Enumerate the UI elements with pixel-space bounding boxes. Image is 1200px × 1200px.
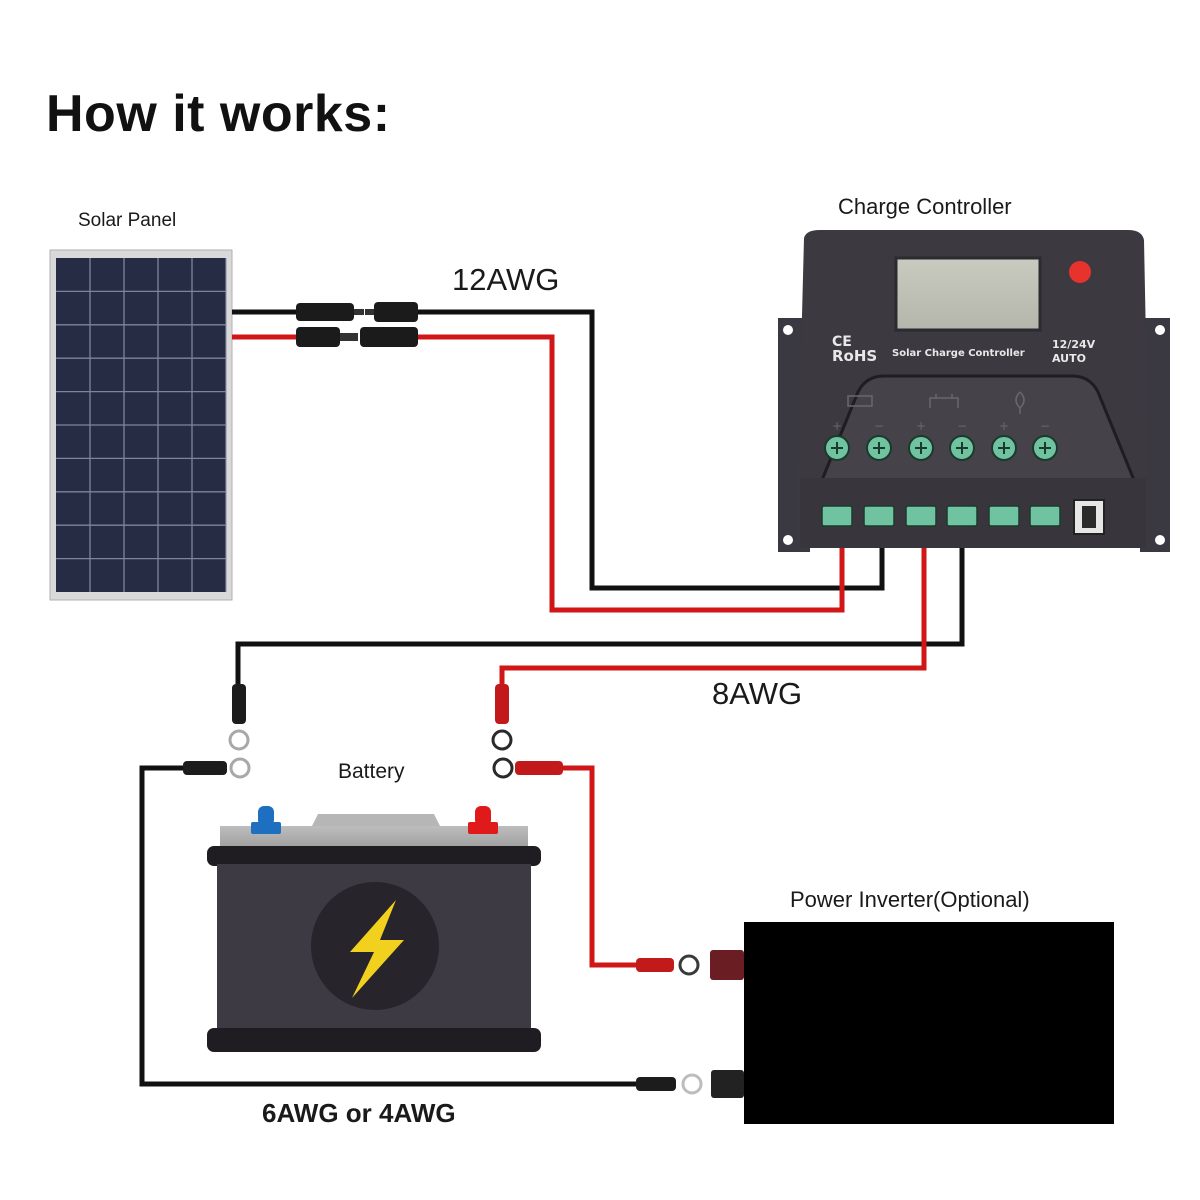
ce-mark: CE (832, 334, 852, 350)
wire-inverter-positive (560, 765, 640, 968)
wire-battery-negative (235, 548, 965, 690)
ring-terminal-battery-negative (183, 757, 251, 779)
rohs-mark: RoHS (832, 347, 877, 365)
terminal-polarity: − (1040, 419, 1050, 433)
ring-terminal-controller-negative (228, 684, 250, 751)
terminal-screw: + (908, 419, 934, 461)
wire-panel-positive (232, 334, 845, 613)
terminal-screw: − (866, 419, 892, 461)
wire-clamp (1029, 505, 1061, 527)
wire-clamp (863, 505, 895, 527)
terminal-polarity: − (957, 419, 967, 433)
terminal-polarity: + (832, 419, 842, 433)
wire-clamps (821, 505, 1061, 527)
wire-gauge-8awg-label: 8AWG (712, 676, 803, 711)
battery-group-icon (929, 394, 959, 408)
solar-group-icon (847, 395, 873, 407)
wire-gauge-12awg-label: 12AWG (452, 262, 560, 297)
solar-cell-grid (56, 258, 227, 592)
battery-negative-post (251, 806, 281, 834)
terminal-screw: − (1032, 419, 1058, 461)
solar-panel-label: Solar Panel (78, 210, 177, 231)
wire-battery-positive (499, 548, 927, 690)
controller-name-mark: Solar Charge Controller (892, 348, 1025, 359)
battery-positive-post (468, 806, 498, 834)
voltage-mark: 12/24V (1052, 338, 1096, 351)
power-inverter-icon (744, 922, 1114, 1124)
lightning-bolt-icon (350, 900, 404, 998)
wire-clamp (946, 505, 978, 527)
inverter-positive-terminal (636, 950, 744, 980)
wire-gauge-6awg-label: 6AWG or 4AWG (262, 1098, 456, 1128)
mc4-connector-negative (296, 302, 418, 322)
wire-clamp (821, 505, 853, 527)
terminal-screw: − (949, 419, 975, 461)
wire-clamp (988, 505, 1020, 527)
ring-terminal-battery-positive (492, 757, 563, 779)
wire-clamp (905, 505, 937, 527)
mc4-connector-positive (296, 327, 418, 347)
charge-controller-label: Charge Controller (838, 194, 1012, 219)
battery-icon (207, 806, 541, 1052)
inverter-label: Power Inverter(Optional) (790, 887, 1030, 912)
terminal-polarity: + (916, 419, 926, 433)
mode-mark: AUTO (1052, 352, 1086, 365)
solar-panel-icon (49, 249, 233, 601)
wire-panel-negative (232, 309, 885, 591)
usb-port-icon (1073, 499, 1105, 535)
lcd-display (894, 256, 1042, 332)
ring-terminal-controller-positive (491, 684, 513, 751)
controller-button (1069, 261, 1091, 283)
page-title: How it works: (46, 85, 391, 143)
inverter-negative-terminal (636, 1070, 744, 1098)
screw-terminals: + − + − + − (824, 419, 1058, 461)
battery-label: Battery (338, 760, 405, 783)
load-group-icon (1015, 391, 1025, 414)
terminal-polarity: + (999, 419, 1009, 433)
terminal-screw: + (824, 419, 850, 461)
charge-controller-icon: CE RoHS Solar Charge Controller 12/24V A… (778, 230, 1170, 552)
terminal-polarity: − (874, 419, 884, 433)
terminal-screw: + (991, 419, 1017, 461)
wire-inverter-negative (139, 765, 640, 1087)
